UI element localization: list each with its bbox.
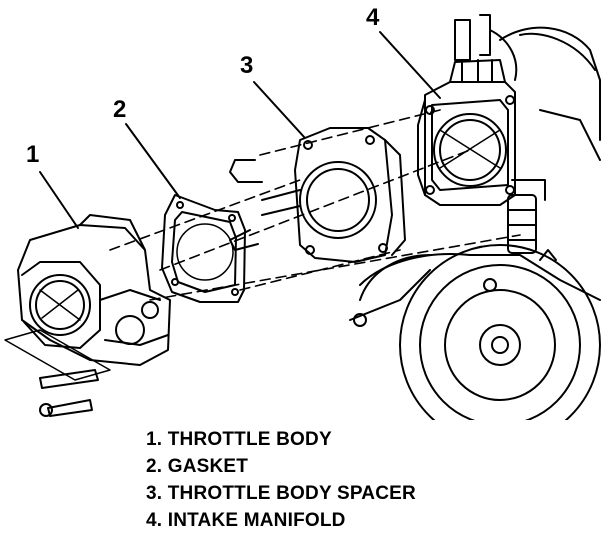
callout-3: 3 <box>240 52 254 79</box>
alignment-lines <box>109 109 521 301</box>
leader-lines <box>39 31 441 229</box>
engine-block-drawing <box>349 14 601 420</box>
throttle-body-drawing <box>4 214 171 417</box>
callout-4: 4 <box>366 4 380 31</box>
legend-item-throttle-body: 1. THROTTLE BODY <box>146 429 332 450</box>
callout-2: 2 <box>113 96 127 123</box>
diagram-artwork <box>4 14 601 420</box>
legend-item-gasket: 2. GASKET <box>146 456 249 477</box>
legend-item-intake-manifold: 4. INTAKE MANIFOLD <box>146 510 346 531</box>
spacer-drawing <box>229 127 406 263</box>
callout-1: 1 <box>26 141 40 168</box>
legend-item-throttle-body-spacer: 3. THROTTLE BODY SPACER <box>146 483 416 504</box>
gasket-drawing <box>161 194 246 303</box>
intake-manifold-drawing <box>417 59 516 206</box>
parts-legend: 1. THROTTLE BODY 2. GASKET 3. THROTTLE B… <box>146 426 416 534</box>
